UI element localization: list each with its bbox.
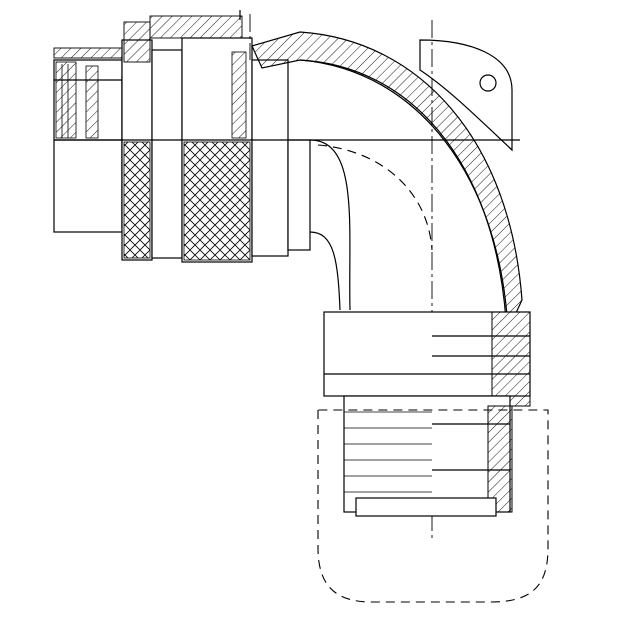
plug-front-end [53,47,127,233]
boot-outline-dashed [317,409,549,603]
cable-gland-outlet [323,311,531,517]
coupling-nut [121,10,311,263]
